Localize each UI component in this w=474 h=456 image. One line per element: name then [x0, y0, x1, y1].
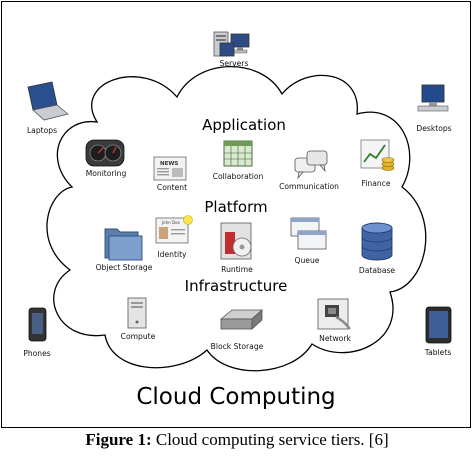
newspaper-icon: NEWS	[153, 156, 187, 181]
tablet-icon	[425, 306, 452, 344]
label-phones: Phones	[23, 349, 51, 358]
label-queue: Queue	[295, 256, 320, 265]
monitoring-icon	[85, 139, 125, 167]
label-runtime: Runtime	[221, 265, 253, 274]
id-card-icon: John Doe	[155, 215, 193, 244]
id-card-name: John Doe	[161, 220, 180, 225]
label-communication: Communication	[279, 182, 339, 191]
queue-icon	[290, 217, 327, 250]
cloud-diagram: Application Platform Infrastructure Serv…	[23, 31, 452, 410]
collaboration-icon	[223, 140, 253, 167]
label-servers: Servers	[220, 59, 249, 68]
phone-icon	[28, 307, 47, 342]
label-desktops: Desktops	[416, 124, 451, 133]
label-content: Content	[157, 183, 187, 192]
cloud-shape	[46, 66, 427, 372]
diagram-title: Cloud Computing	[136, 384, 335, 410]
tier-application: Application	[202, 116, 286, 134]
label-object-storage: Object Storage	[96, 263, 153, 272]
finance-icon	[360, 139, 395, 171]
newspaper-masthead: NEWS	[160, 161, 178, 167]
folder-icon	[104, 228, 143, 261]
network-port-icon	[317, 298, 351, 330]
label-identity: Identity	[157, 250, 187, 259]
label-laptops: Laptops	[27, 126, 57, 135]
label-database: Database	[359, 266, 396, 275]
runtime-icon	[220, 222, 252, 260]
compute-icon	[127, 297, 147, 329]
desktop-icon	[417, 84, 449, 112]
tier-platform: Platform	[204, 198, 267, 216]
figure-caption: Figure 1: Cloud computing service tiers.…	[0, 430, 474, 450]
servers-icon	[213, 31, 250, 57]
tier-infrastructure: Infrastructure	[185, 277, 288, 295]
label-monitoring: Monitoring	[86, 169, 127, 178]
caption-text: Cloud computing service tiers. [6]	[151, 430, 389, 449]
database-icon	[361, 222, 393, 261]
label-collaboration: Collaboration	[213, 172, 264, 181]
label-finance: Finance	[361, 179, 390, 188]
label-compute: Compute	[121, 332, 156, 341]
label-network: Network	[319, 334, 351, 343]
label-tablets: Tablets	[424, 348, 452, 357]
laptop-icon	[27, 81, 69, 121]
chat-bubbles-icon	[294, 150, 328, 180]
label-block-storage: Block Storage	[211, 342, 264, 351]
caption-label: Figure 1:	[85, 430, 152, 449]
figure-frame: Application Platform Infrastructure Serv…	[1, 1, 471, 428]
block-storage-icon	[219, 309, 264, 330]
